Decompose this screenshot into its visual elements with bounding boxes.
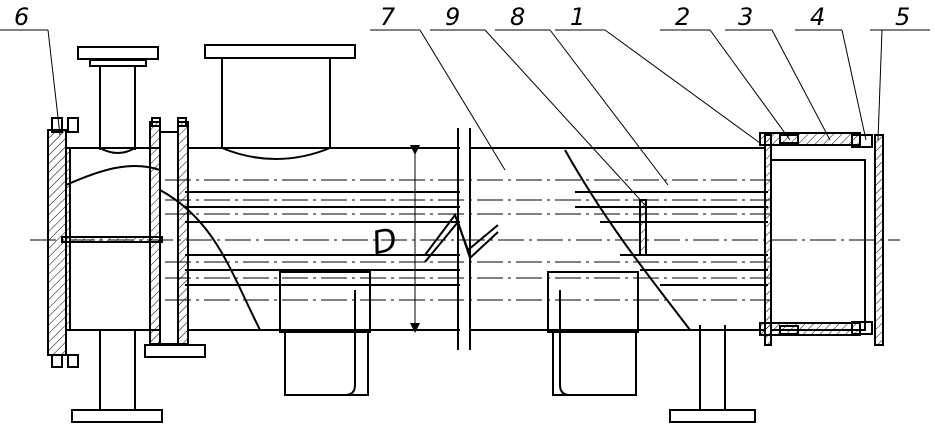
label-2: 2 xyxy=(675,3,690,31)
callout-8: 8 xyxy=(495,3,669,186)
left-tubesheet xyxy=(149,117,189,345)
right-bottom-nozzle xyxy=(669,325,756,423)
diameter-dimension: D xyxy=(369,145,420,333)
label-8: 8 xyxy=(510,3,525,31)
callout-9: 9 xyxy=(430,3,646,206)
label-7: 7 xyxy=(380,3,396,31)
main-shell xyxy=(159,147,765,331)
callout-6: 6 xyxy=(0,3,61,136)
label-5: 5 xyxy=(895,3,910,31)
callout-3: 3 xyxy=(725,3,831,141)
label-3: 3 xyxy=(738,3,753,31)
label-1: 1 xyxy=(570,3,585,31)
floating-head xyxy=(759,132,884,346)
label-6: 6 xyxy=(14,3,29,31)
left-saddle xyxy=(279,271,371,396)
right-saddle xyxy=(547,271,639,396)
callout-5: 5 xyxy=(870,3,930,141)
left-bottom-nozzle xyxy=(71,330,206,423)
label-4: 4 xyxy=(810,3,825,31)
baffle xyxy=(639,199,647,256)
large-top-nozzle xyxy=(204,44,356,160)
callout-7: 7 xyxy=(370,3,506,171)
label-9: 9 xyxy=(445,3,460,31)
left-channel xyxy=(47,117,163,368)
callout-2: 2 xyxy=(660,3,791,141)
callout-1: 1 xyxy=(555,3,761,144)
left-top-nozzle xyxy=(77,46,159,154)
callout-4: 4 xyxy=(795,3,867,141)
break-line xyxy=(424,128,499,350)
